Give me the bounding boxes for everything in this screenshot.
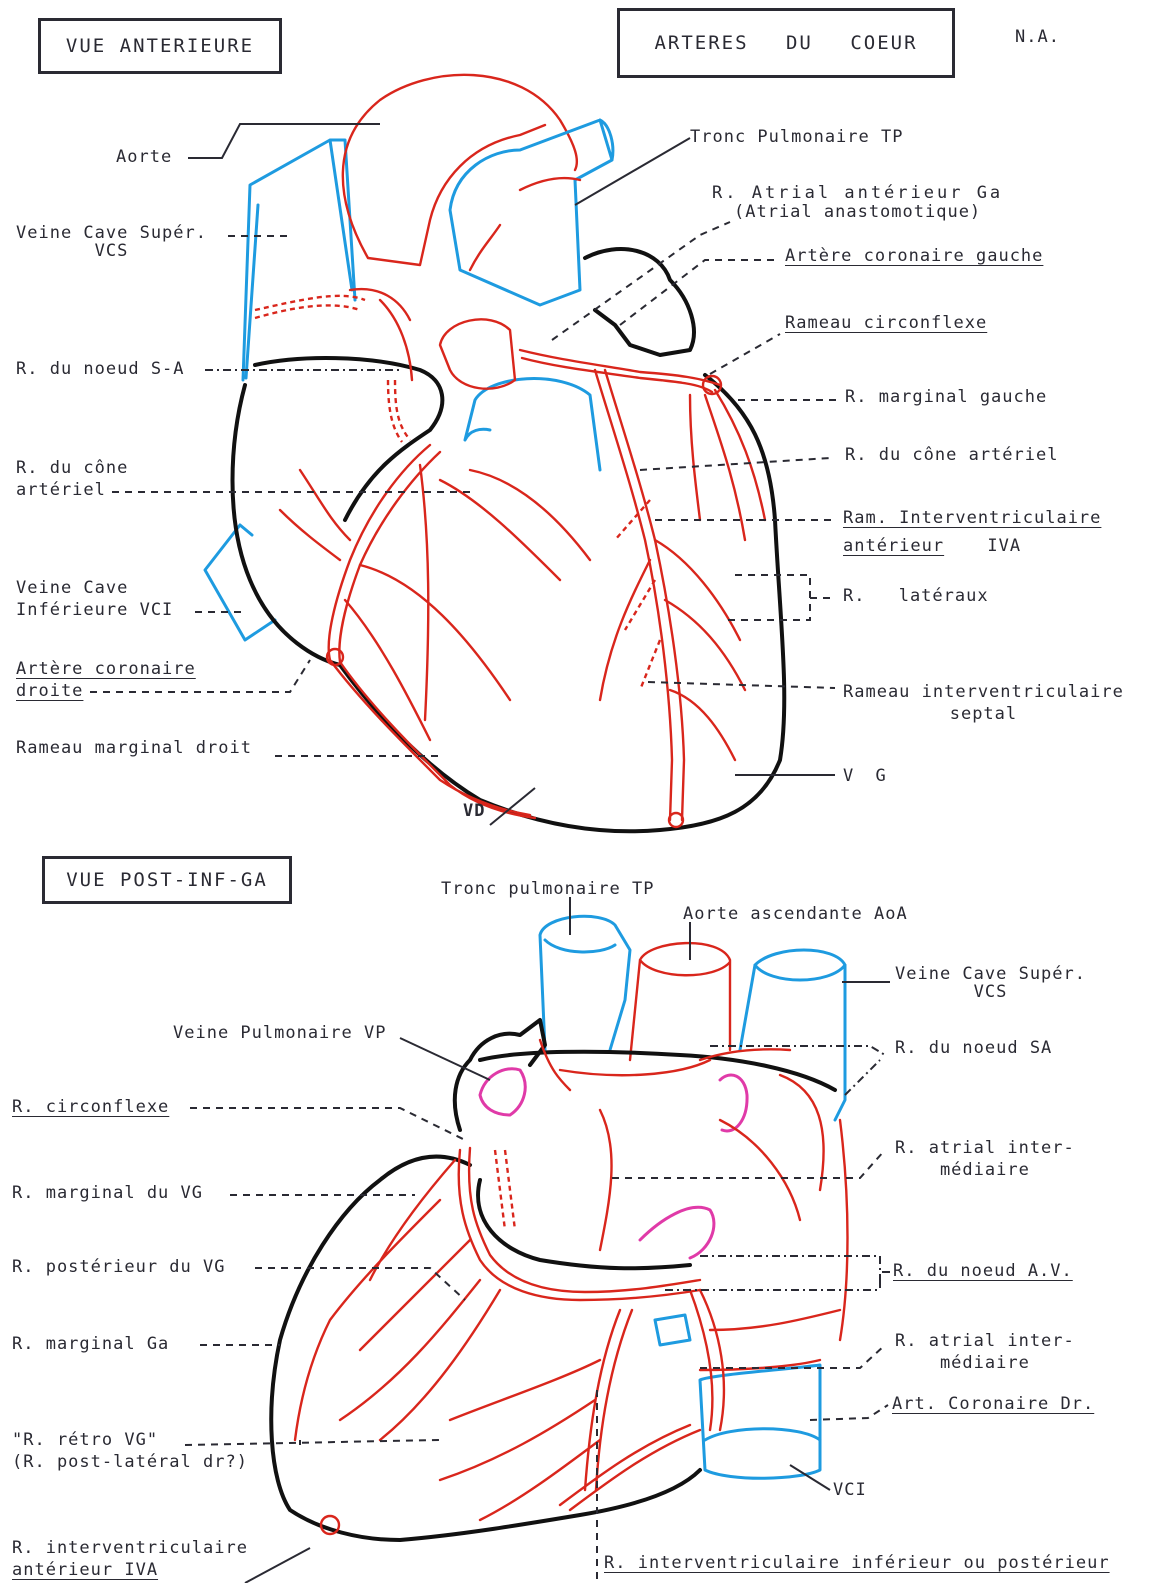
label-veine-cave-inf-line2: Inférieure VCI [16,599,173,621]
label-post-iva: R. interventriculaire antérieur IVA [12,1537,248,1581]
posterior-pulmonary-trunk [540,916,630,1050]
label-iva-line2a: antérieur [843,536,944,556]
label-post-atrial-inter-2-line2: médiaire [895,1352,1075,1374]
label-post-tronc-pulmonaire: Tronc pulmonaire TP [441,878,654,900]
posterior-view-title: VUE POST-INF-GA [42,856,292,904]
anterior-aorta-root [440,319,515,388]
posterior-lv-marginal [295,1160,500,1440]
label-post-marginal-ga: R. marginal Ga [12,1333,169,1355]
anterior-right-coronary [329,445,535,818]
label-coronaire-gauche: Artère coronaire gauche [785,245,1043,267]
label-post-veine-pulmonaire: Veine Pulmonaire VP [173,1022,386,1044]
anterior-right-atrium-outline [255,358,442,520]
label-veine-cave-inf: Veine Cave Inférieure VCI [16,577,173,621]
posterior-circumflex [459,1148,700,1300]
posterior-circumflex-hidden [495,1150,515,1230]
anterior-iva [595,370,684,820]
label-vd: VD [463,800,485,822]
label-coronaire-droite-line1: Artère coronaire [16,658,196,680]
label-post-atrial-inter-2-line1: R. atrial inter- [895,1330,1075,1352]
label-atrial-anterieur: R. Atrial antérieur Ga (Atrial anastomot… [712,182,1003,220]
label-iva-line2: antérieur IVA [843,535,1101,557]
posterior-coronary-sinus [655,1315,690,1345]
label-veine-cave-sup: Veine Cave Supér. VCS [16,222,207,258]
label-circonflexe: Rameau circonflexe [785,312,987,334]
label-post-retro-vg-line1: "R. rétro VG" [12,1429,248,1451]
label-post-noeud-sa: R. du noeud SA [895,1037,1052,1059]
posterior-heart-outline [271,1052,835,1540]
anterior-circumflex [520,350,720,392]
anterior-rv-branches [345,465,590,740]
label-cone-arteriel-right: R. du cône artériel [845,444,1058,466]
label-post-coronaire-dr: Art. Coronaire Dr. [892,1393,1094,1415]
label-post-retro-vg: "R. rétro VG" (R. post-latéral dr?) [12,1429,248,1473]
label-post-vci: VCI [833,1479,867,1501]
label-post-retro-vg-line2: (R. post-latéral dr?) [12,1451,248,1473]
anterior-left-marginal [690,390,765,540]
label-lateraux: R. latéraux [843,585,989,607]
label-post-atrial-inter-1-line1: R. atrial inter- [895,1137,1075,1159]
label-iva: Ram. Interventriculaire antérieur IVA [843,507,1101,557]
posterior-ascending-aorta [630,943,730,1060]
label-aorte: Aorte [116,146,172,168]
anterior-heart-drawing [205,75,784,831]
label-septal: Rameau interventriculaire septal [843,681,1124,725]
label-post-aorte-ascendante: Aorte ascendante AoA [683,903,908,925]
label-veine-cave-sup-line2: VCS [16,244,207,258]
label-post-circonflexe: R. circonflexe [12,1096,169,1118]
posterior-leader-lines [185,897,890,1583]
label-marginal-droit: Rameau marginal droit [16,737,252,759]
posterior-pulmonary-vein [480,1069,747,1258]
label-post-iva-line1: R. interventriculaire [12,1537,248,1559]
label-post-posterieur-vg: R. postérieur du VG [12,1256,225,1278]
label-coronaire-droite-line2: droite [16,680,196,702]
anterior-sa-node-branch [255,296,410,442]
label-septal-line2: septal [843,703,1124,725]
posterior-heart-drawing [271,916,847,1540]
anterior-aortic-arch [343,75,577,265]
posterior-atrial-inter-branches [700,1120,848,1370]
posterior-right-coronary [560,1290,724,1510]
anterior-svc-vessel [243,140,355,380]
label-post-atrial-inter-1: R. atrial inter- médiaire [895,1137,1075,1181]
label-tronc-pulmonaire: Tronc Pulmonaire TP [690,126,903,148]
label-cone-arteriel-left: R. du cône artériel [16,457,128,501]
label-cone-arteriel-left-line2: artériel [16,479,128,501]
label-septal-line1: Rameau interventriculaire [843,681,1124,703]
label-post-veine-cave-sup-line2: VCS [895,985,1086,999]
label-post-iva-line2: antérieur IVA [12,1559,248,1581]
anterior-left-auricle [585,249,694,355]
anterior-conus-vessel [465,379,600,470]
label-noeud-sa: R. du noeud S-A [16,358,185,380]
label-post-atrial-inter-2: R. atrial inter- médiaire [895,1330,1075,1374]
label-vg: V G [843,765,887,787]
label-marginal-gauche: R. marginal gauche [845,386,1047,408]
label-veine-cave-inf-line1: Veine Cave [16,577,173,599]
anterior-view-title: VUE ANTERIEURE [38,18,282,74]
anterior-lateral-branches [600,540,745,760]
label-post-marginal-vg: R. marginal du VG [12,1182,203,1204]
label-post-atrial-inter-1-line2: médiaire [895,1159,1075,1181]
posterior-ivc [700,1365,820,1478]
label-post-veine-cave-sup: Veine Cave Supér. VCS [895,963,1086,999]
main-title: ARTERES DU COEUR [617,8,955,78]
posterior-svc [740,950,845,1120]
label-post-ivp: R. interventriculaire inférieur ou posté… [604,1552,1110,1574]
label-atrial-anterieur-line2: (Atrial anastomotique) [712,204,1003,220]
label-iva-line1: Ram. Interventriculaire [843,507,1101,529]
anterior-pulmonary-trunk [450,120,613,305]
label-coronaire-droite: Artère coronaire droite [16,658,196,702]
anterior-heart-outline [233,375,785,831]
posterior-ivp [440,1310,632,1520]
label-post-noeud-av: R. du noeud A.V. [893,1260,1073,1282]
label-atrial-anterieur-line1: R. Atrial antérieur Ga [712,182,1003,204]
label-iva-line2b: IVA [987,536,1021,556]
label-cone-arteriel-left-line1: R. du cône [16,457,128,479]
author-initials: N.A. [1015,26,1060,48]
